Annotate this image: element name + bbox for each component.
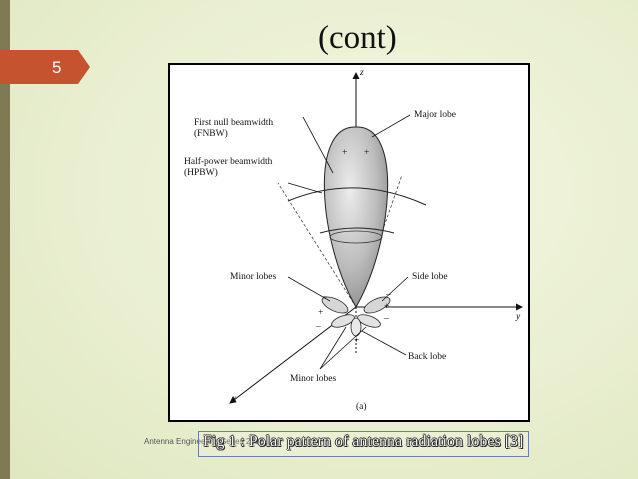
slide-number-tab — [0, 50, 90, 84]
leader-fnbw — [302, 116, 334, 174]
fnbw-line-left — [277, 182, 357, 308]
axis-label-y: y — [515, 312, 521, 322]
fnbw-line-right — [355, 174, 403, 308]
sign-plus-right: + — [384, 302, 389, 312]
leader-back — [361, 330, 407, 356]
label-fnbw-line2: (FNBW) — [194, 128, 228, 139]
axis-label-x: x — [231, 394, 237, 404]
slide-number: 5 — [52, 58, 62, 77]
sign-minus-right-bottom: – — [383, 314, 389, 324]
leader-minor-bottom-2 — [319, 326, 367, 370]
label-minor-lobes-top: Minor lobes — [230, 272, 276, 282]
lobe-cross-section — [329, 230, 383, 244]
slide-title: (cont) — [318, 20, 397, 56]
leader-minor-bottom-1 — [319, 326, 347, 370]
minor-lobe-lower-right — [357, 314, 381, 328]
sign-minus-left-top: – — [321, 292, 327, 302]
sign-plus-left: + — [318, 308, 323, 318]
axis-label-z: z — [359, 68, 364, 78]
figure-caption: Fig 1 : Polar pattern of antenna radiati… — [203, 433, 524, 450]
sign-minus-left-bottom: – — [315, 322, 321, 332]
label-hpbw-line2: (HPBW) — [184, 167, 218, 178]
sign-plus-back: + — [354, 336, 359, 346]
left-accent-bar — [0, 0, 10, 479]
radiation-pattern-diagram: z y x First null beamwidth (FNBW) Half-p… — [184, 68, 523, 412]
label-back-lobe: Back lobe — [408, 352, 446, 362]
leader-major — [371, 114, 411, 138]
sign-plus-major-left: + — [342, 148, 347, 158]
leader-minor-top — [287, 276, 331, 302]
hpbw-arc — [319, 227, 395, 234]
label-major-lobe: Major lobe — [414, 110, 456, 120]
label-hpbw-line1: Half-power beamwidth — [184, 156, 273, 167]
sign-minus-right-top: – — [385, 290, 391, 300]
label-fnbw-line1: First null beamwidth — [194, 118, 273, 128]
minor-lobe-lower-left — [331, 314, 355, 328]
leader-side — [381, 276, 409, 302]
minor-lobe-left — [321, 296, 349, 314]
sign-plus-major-right: + — [364, 148, 369, 158]
label-side-lobe: Side lobe — [412, 272, 448, 282]
fnbw-arc — [287, 187, 427, 206]
label-subfigure: (a) — [356, 401, 367, 412]
leader-hpbw — [287, 182, 323, 194]
radiation-pattern-figure: z y x First null beamwidth (FNBW) Half-p… — [168, 63, 530, 422]
major-lobe — [323, 126, 389, 308]
side-lobe-right — [363, 296, 391, 314]
label-minor-lobes-bottom: Minor lobes — [290, 374, 336, 384]
caption-box — [198, 431, 529, 457]
slide-footer: Antenna Engineering Series 2012 — [144, 437, 264, 446]
